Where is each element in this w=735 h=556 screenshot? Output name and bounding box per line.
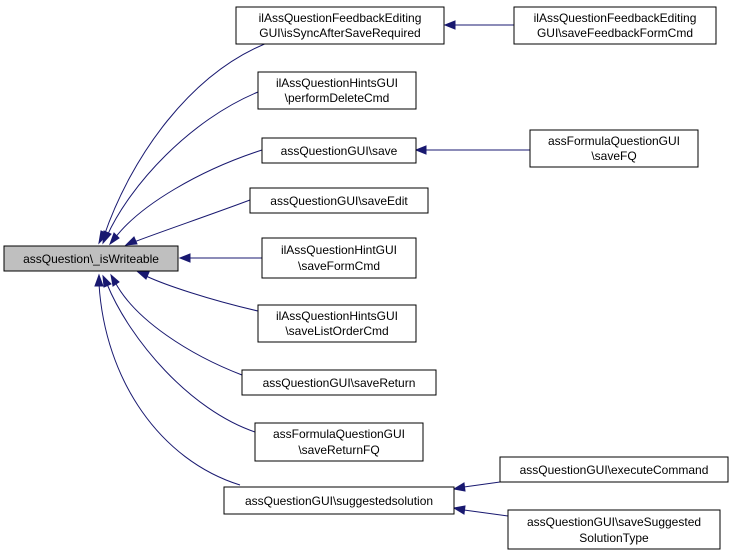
edge-save-to-isWriteable [109,149,263,246]
node-label: assQuestionGUI\saveSuggested [527,515,701,529]
edge-saveListOrderCmd-to-isWriteable [136,271,259,312]
edge-performDeleteCmd-to-isWriteable [102,91,259,245]
node-save[interactable]: assQuestionGUI\save [261,137,417,164]
edge-executeCommand-to-suggestedsolution [452,481,501,492]
node-label: assQuestionGUI\saveEdit [270,194,408,208]
edges-layer [94,20,530,517]
node-label: ilAssQuestionFeedbackEditing [259,11,422,25]
node-label: \saveListOrderCmd [285,324,388,338]
node-label: \performDeleteCmd [285,91,390,105]
node-performDeleteCmd[interactable]: ilAssQuestionHintsGUI \performDeleteCmd [257,71,417,110]
node-label: assQuestion\_isWriteable [23,252,159,266]
node-label: \saveFQ [591,149,636,163]
node-saveReturnFQ[interactable]: assFormulaQuestionGUI \saveReturnFQ [254,422,424,462]
edge-saveEdit-to-isWriteable [124,199,251,246]
node-label: \saveFormCmd [298,259,380,273]
node-label: GUI\isSyncAfterSaveRequired [259,26,420,40]
node-saveEdit[interactable]: assQuestionGUI\saveEdit [249,187,429,214]
node-isSyncAfterSaveRequired[interactable]: ilAssQuestionFeedbackEditing GUI\isSyncA… [235,6,445,45]
nodes-layer: assQuestion\_isWriteable ilAssQuestionFe… [3,6,729,550]
node-label: ilAssQuestionHintsGUI [276,76,398,90]
edge-saveSuggestedSolutionType-to-suggestedsolution [452,505,509,517]
node-saveFeedbackFormCmd[interactable]: ilAssQuestionFeedbackEditing GUI\saveFee… [513,6,717,45]
node-label: SolutionType [579,531,649,545]
node-saveReturn[interactable]: assQuestionGUI\saveReturn [241,369,437,396]
edge-saveReturnFQ-to-isWriteable [102,274,256,433]
node-saveSuggestedSolutionType[interactable]: assQuestionGUI\saveSuggested SolutionTyp… [507,509,721,550]
edge-saveFormCmd-to-isWriteable [178,253,262,263]
node-label: assFormulaQuestionGUI [548,134,680,148]
node-label: ilAssQuestionFeedbackEditing [534,11,697,25]
node-label: assQuestionGUI\executeCommand [520,463,709,477]
node-executeCommand[interactable]: assQuestionGUI\executeCommand [499,456,729,483]
node-isWriteable[interactable]: assQuestion\_isWriteable [3,245,179,272]
edge-suggestedsolution-to-isWriteable [94,273,241,486]
node-saveFormCmd[interactable]: ilAssQuestionHintGUI \saveFormCmd [261,237,417,279]
node-label: assQuestionGUI\save [281,144,398,158]
edge-saveReturn-to-isWriteable [110,273,243,376]
edge-saveFQ-to-save [414,145,530,155]
node-label: assFormulaQuestionGUI [273,427,405,441]
edge-isSyncAfterSaveRequired-to-isWriteable [98,39,276,245]
node-saveFQ[interactable]: assFormulaQuestionGUI \saveFQ [529,129,699,168]
node-label: ilAssQuestionHintsGUI [276,309,398,323]
node-label: assQuestionGUI\suggestedsolution [245,494,433,508]
node-label: assQuestionGUI\saveReturn [263,376,416,390]
edge-saveFeedbackFormCmd-to-isSyncAfterSaveRequired [443,20,514,30]
node-suggestedsolution[interactable]: assQuestionGUI\suggestedsolution [223,486,455,515]
node-label: \saveReturnFQ [298,443,379,457]
node-saveListOrderCmd[interactable]: ilAssQuestionHintsGUI \saveListOrderCmd [257,304,417,343]
node-label: ilAssQuestionHintGUI [281,243,397,257]
node-label: GUI\saveFeedbackFormCmd [537,26,693,40]
